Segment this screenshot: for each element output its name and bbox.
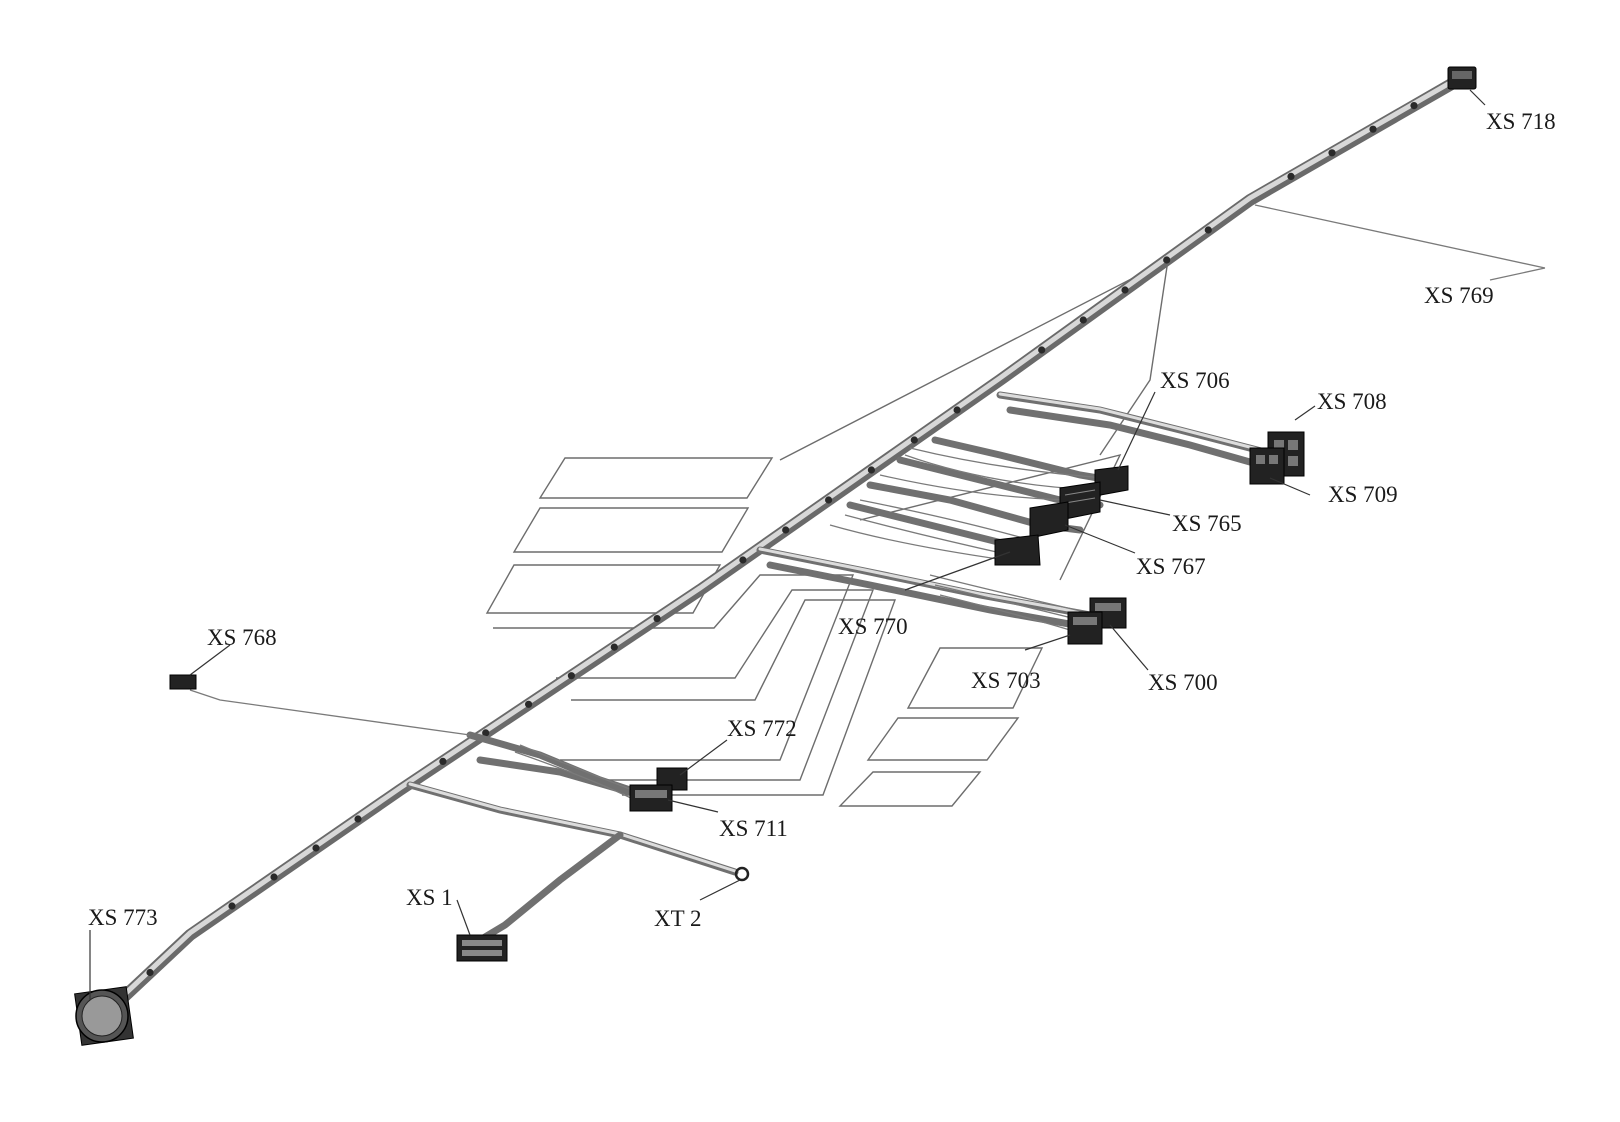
cable-clip	[953, 406, 961, 414]
label-xs767: XS 767	[1136, 554, 1206, 579]
label-xs768: XS 768	[207, 625, 277, 650]
cable-clip	[1204, 226, 1212, 234]
main-trunk	[104, 76, 1461, 1016]
label-xs1: XS 1	[406, 885, 453, 910]
connector-xs770	[994, 534, 1041, 566]
label-xs700: XS 700	[1148, 670, 1218, 695]
cable-clip	[782, 526, 790, 534]
cable-clip	[610, 643, 618, 651]
cable-clip	[1038, 346, 1046, 354]
label-xs706: XS 706	[1160, 368, 1230, 393]
cable-clip	[1328, 149, 1336, 157]
cable-clip	[146, 968, 154, 977]
connector-xs1	[456, 934, 508, 962]
cable-clip	[825, 496, 833, 504]
terminal-xt2	[734, 866, 750, 882]
label-xt2: XT 2	[654, 906, 702, 931]
cable-clip	[228, 902, 236, 910]
label-xs709: XS 709	[1328, 482, 1398, 507]
harness-branches	[189, 204, 1546, 944]
connectors	[74, 66, 1477, 1046]
cable-clip	[1410, 102, 1418, 110]
exploded-view-frames	[485, 258, 1169, 807]
label-xs765: XS 765	[1172, 511, 1242, 536]
cable-clip	[482, 729, 490, 737]
cable-clip	[1287, 172, 1295, 180]
cable-clip	[653, 615, 661, 623]
cable-clip	[439, 757, 447, 766]
label-xs769: XS 769	[1424, 283, 1494, 308]
cable-clip	[910, 436, 918, 444]
label-xs703: XS 703	[971, 668, 1041, 693]
cable-clip	[1163, 256, 1171, 264]
label-xs773: XS 773	[88, 905, 158, 930]
leader-lines	[89, 89, 1486, 1000]
cable-clip	[270, 873, 278, 881]
connector-xs703	[1067, 611, 1103, 645]
cable-clip	[354, 815, 362, 823]
connector-xs773	[74, 986, 134, 1046]
cable-clip	[525, 700, 533, 708]
cable-clip	[312, 844, 320, 852]
label-xs708: XS 708	[1317, 389, 1387, 414]
label-xs718: XS 718	[1486, 109, 1556, 134]
connector-xs767	[1029, 501, 1069, 539]
connector-xs709	[1249, 447, 1285, 485]
cable-clip	[1079, 316, 1087, 324]
connector-xs768	[169, 674, 197, 690]
label-xs711: XS 711	[719, 816, 788, 841]
connector-labels: XS 718 XS 769 XS 706 XS 708 XS 709 XS 76…	[88, 109, 1556, 931]
trunk-clips	[146, 102, 1418, 977]
cable-clip	[867, 466, 876, 474]
label-xs770: XS 770	[838, 614, 908, 639]
cable-clip	[1121, 286, 1129, 294]
cable-clip	[567, 672, 576, 680]
label-xs772: XS 772	[727, 716, 797, 741]
wire-fans	[514, 447, 1106, 801]
cable-clip	[739, 556, 747, 564]
cable-clip	[1369, 125, 1377, 133]
